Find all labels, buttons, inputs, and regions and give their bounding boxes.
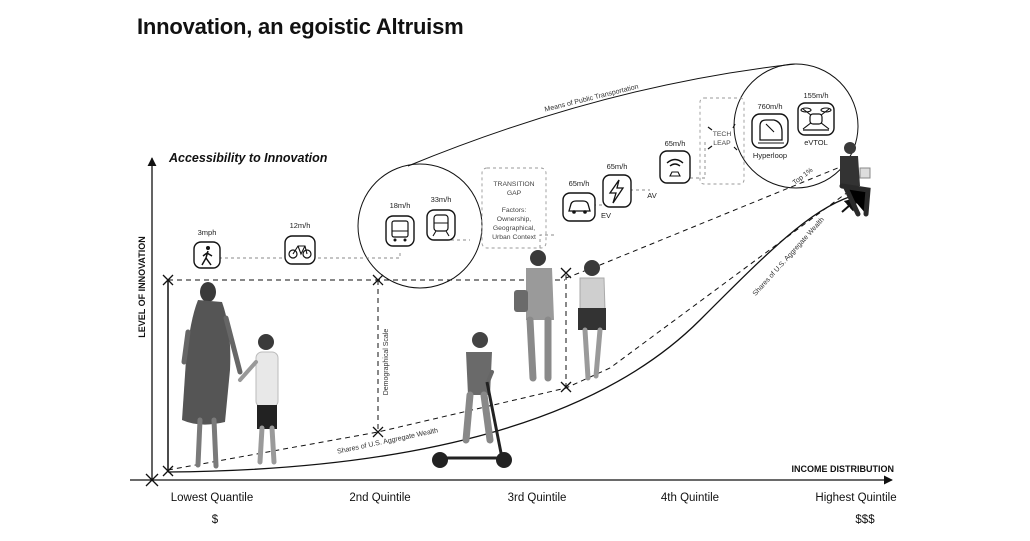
hyperloop-speed: 760m/h <box>757 102 782 111</box>
train-mode: 33m/h <box>426 195 456 241</box>
wealth-curve-solid <box>167 195 853 473</box>
av-speed: 65m/h <box>665 139 686 148</box>
ev-speed: 65m/h <box>607 162 628 171</box>
currency-low: $ <box>212 514 219 526</box>
transition-gap-box <box>481 167 547 249</box>
av-label: AV <box>647 191 656 200</box>
bike-mode: 12m/h <box>284 221 316 265</box>
icon-steps <box>207 140 706 278</box>
diagram-subtitle: Accessibility to Innovation <box>169 151 328 165</box>
scooter-rider-figure <box>432 332 512 468</box>
tech-leap-line2: LEAP <box>713 140 731 147</box>
cross-marks <box>145 267 572 487</box>
woman-figure <box>181 282 243 469</box>
car-speed: 65m/h <box>569 179 590 188</box>
transition-gap-factors1: Factors: <box>502 207 527 214</box>
walk-speed: 3mph <box>198 228 217 237</box>
public-transport-label: Means of Public Transportation <box>544 83 639 113</box>
currency-high: $$$ <box>855 514 875 526</box>
wealth-curve-dashed-upper <box>565 164 846 279</box>
wealth-label-lower: Shares of U.S. Aggregate Wealth <box>337 427 439 455</box>
car-icon <box>562 192 596 222</box>
page-title: Innovation, an egoistic Altruism <box>137 14 464 39</box>
y-axis-title: LEVEL OF INNOVATION <box>137 236 147 338</box>
wealth-label-upper: Shares of U.S. Aggregate Wealth <box>752 216 826 297</box>
transition-gap-title2: GAP <box>507 190 522 197</box>
top-percent-label: Top 1% <box>792 167 815 187</box>
woman-walking-figure <box>578 260 606 381</box>
circle-public-transport <box>357 163 483 289</box>
bus-speed: 18m/h <box>390 201 411 210</box>
tech-leap-rays <box>707 123 738 151</box>
transition-gap-factors3: Geographical, <box>493 225 535 232</box>
evtol-mode: 155m/h eVTOL <box>797 91 835 147</box>
wifi-car-icon <box>659 150 691 184</box>
child-figure <box>238 334 279 465</box>
bike-speed: 12m/h <box>290 221 311 230</box>
ev-mode: 65m/h EV <box>601 162 632 220</box>
demographical-scale-label: Demographical Scale <box>383 329 390 396</box>
evtol-speed: 155m/h <box>803 91 828 100</box>
x-tick-4th: 4th Quintile <box>661 492 719 504</box>
transition-gap-factors2: Ownership, <box>497 216 531 223</box>
x-tick-lowest: Lowest Quantile <box>171 492 253 504</box>
walk-mode: 3mph <box>193 228 221 269</box>
x-tick-2nd: 2nd Quintile <box>349 492 410 504</box>
transition-gap-factors4: Urban Context <box>492 234 536 241</box>
x-tick-highest: Highest Quintile <box>815 492 896 504</box>
ev-label: EV <box>601 211 611 220</box>
av-mode: 65m/h AV <box>647 139 691 200</box>
lightning-icon <box>602 174 632 208</box>
hyperloop-mode: 760m/h Hyperloop <box>751 102 789 160</box>
tech-leap-line1: TECH <box>713 131 732 138</box>
x-tick-3rd: 3rd Quintile <box>508 492 567 504</box>
man-figure <box>514 250 554 382</box>
transition-gap-title1: TRANSITION <box>493 181 534 188</box>
evtol-label: eVTOL <box>804 138 828 147</box>
train-speed: 33m/h <box>431 195 452 204</box>
envelope-top <box>407 63 796 167</box>
tech-leap-box <box>699 97 745 185</box>
x-axis-title: INCOME DISTRIBUTION <box>792 464 895 474</box>
wealth-curve-dashed-lower <box>167 185 857 471</box>
car-mode: 65m/h <box>562 179 596 222</box>
hyperloop-label: Hyperloop <box>753 151 787 160</box>
seated-man-figure <box>839 142 871 217</box>
bus-mode: 18m/h <box>385 201 415 247</box>
